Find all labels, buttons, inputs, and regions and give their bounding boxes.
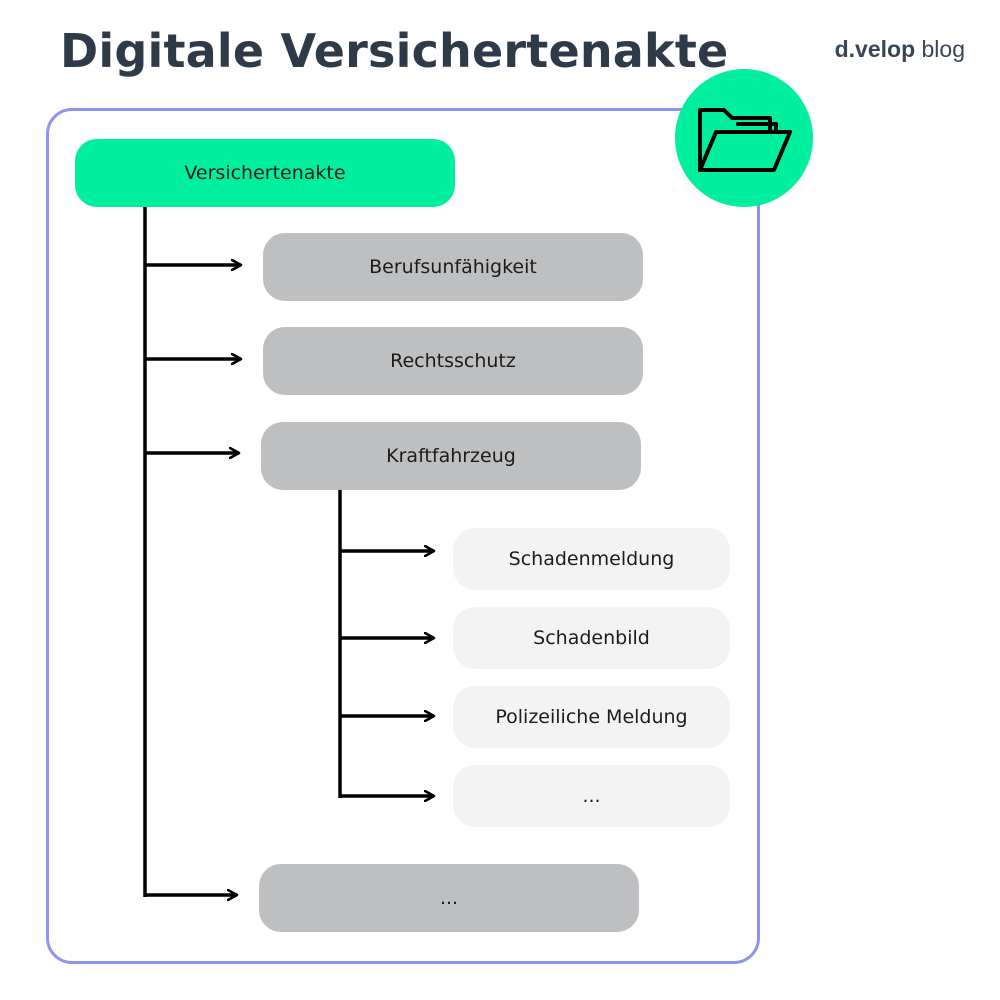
- folder-open-icon: [698, 108, 792, 172]
- brand-logo: d.velop blog: [835, 36, 965, 63]
- node-kraftfahrzeug: Kraftfahrzeug: [261, 422, 641, 490]
- node-schadenbild: Schadenbild: [453, 607, 730, 669]
- node-more-root: ...: [259, 864, 639, 932]
- node-versichertenakte: Versichertenakte: [75, 139, 455, 207]
- brand-suffix: blog: [921, 36, 965, 62]
- node-polizeiliche-meldung: Polizeiliche Meldung: [453, 686, 730, 748]
- node-more-kraftfahrzeug: ...: [453, 765, 730, 827]
- brand-name: d.velop: [834, 36, 916, 62]
- node-berufsunfaehigkeit: Berufsunfähigkeit: [263, 233, 643, 301]
- page-title: Digitale Versichertenakte: [60, 24, 729, 78]
- node-schadenmeldung: Schadenmeldung: [453, 528, 730, 590]
- folder-badge: [675, 69, 813, 207]
- node-rechtsschutz: Rechtsschutz: [263, 327, 643, 395]
